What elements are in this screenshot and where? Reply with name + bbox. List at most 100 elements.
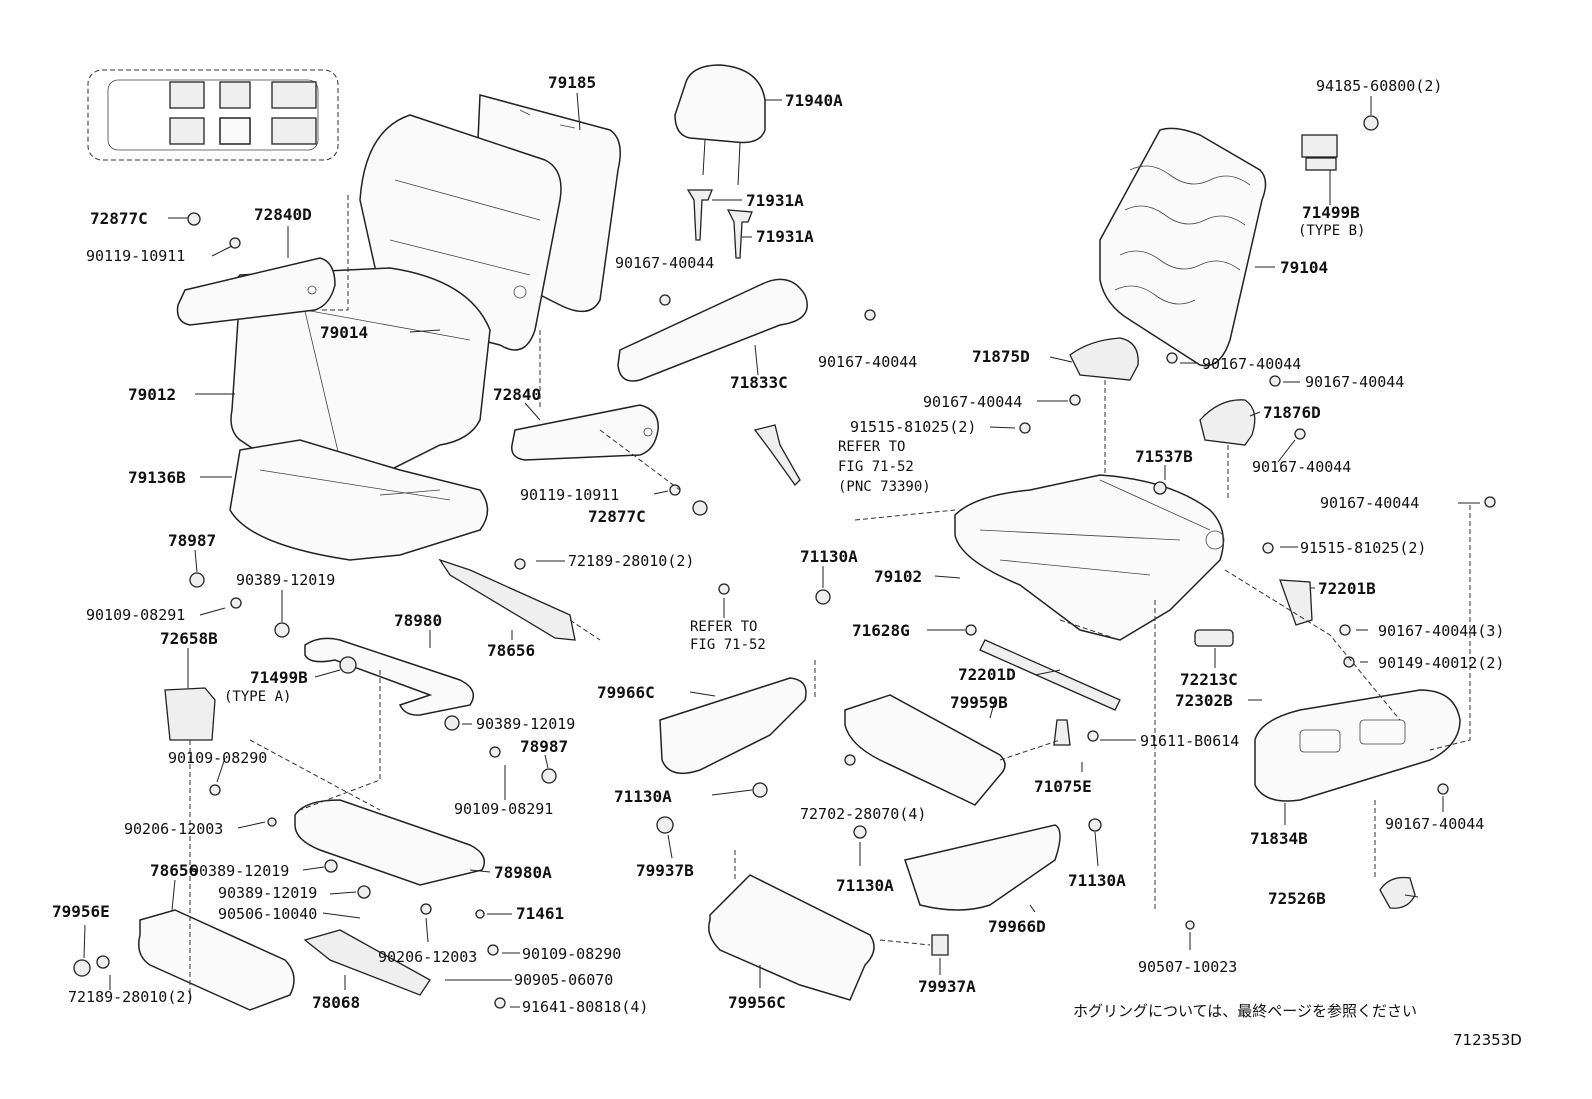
hog-ring-note: ホグリングについては、最終ページを参照ください xyxy=(1073,1002,1417,1020)
label-90167-40044-a: 90167-40044 xyxy=(615,254,714,272)
label-71875D: 71875D xyxy=(972,347,1030,366)
label-71931A-2: 71931A xyxy=(756,227,814,246)
label-90167-40044-i: 90167-40044 xyxy=(1385,815,1484,833)
label-94185-60800: 94185-60800(2) xyxy=(1316,77,1442,95)
refer-note-1-line-3: (PNC 73390) xyxy=(838,479,931,495)
refer-note-1-line-1: REFER TO xyxy=(838,439,905,455)
label-71499B-type-b-note: (TYPE B) xyxy=(1298,223,1365,239)
label-90109-08290-b: 90109-08290 xyxy=(522,945,621,963)
label-90905-06070: 90905-06070 xyxy=(514,971,613,989)
hinge-cover-71876D xyxy=(1199,399,1256,446)
label-72302B: 72302B xyxy=(1175,691,1233,710)
diagram-code: 712353D xyxy=(1453,1031,1522,1049)
cover-79966D xyxy=(904,824,1061,911)
label-71499B-type-a: 71499B xyxy=(250,668,308,687)
label-90149-40012: 90149-40012(2) xyxy=(1378,654,1504,672)
label-79937A: 79937A xyxy=(918,977,976,996)
label-71130A-a: 71130A xyxy=(800,547,858,566)
label-72189-28010-b: 72189-28010(2) xyxy=(68,988,194,1006)
label-90167-40044-e: 90167-40044 xyxy=(923,393,1022,411)
label-90507-10023: 90507-10023 xyxy=(1138,958,1237,976)
label-91515-81025-b: 91515-81025(2) xyxy=(1300,539,1426,557)
label-79959B: 79959B xyxy=(950,693,1008,712)
label-90109-08291-b: 90109-08291 xyxy=(454,800,553,818)
seat-frame xyxy=(954,474,1225,641)
label-90167-40044-g: 90167-40044 xyxy=(1320,494,1419,512)
label-78987-top: 78987 xyxy=(168,531,216,550)
label-71130A-b: 71130A xyxy=(614,787,672,806)
label-71833C: 71833C xyxy=(730,373,788,392)
label-90206-12003-b: 90206-12003 xyxy=(378,948,477,966)
armrest-72840D xyxy=(176,257,336,326)
label-71499B-type-a-note: (TYPE A) xyxy=(224,689,291,705)
label-79937B: 79937B xyxy=(636,861,694,880)
label-71461: 71461 xyxy=(516,904,564,923)
label-71075E: 71075E xyxy=(1034,777,1092,796)
label-79014: 79014 xyxy=(320,323,368,342)
label-71834B: 71834B xyxy=(1250,829,1308,848)
label-79956C: 79956C xyxy=(728,993,786,1012)
label-71130A-d: 71130A xyxy=(1068,871,1126,890)
label-79012: 79012 xyxy=(128,385,176,404)
label-79102: 79102 xyxy=(874,567,922,586)
label-90506-10040: 90506-10040 xyxy=(218,905,317,923)
label-72702-28070: 72702-28070(4) xyxy=(800,805,926,823)
armrest-link-78980 xyxy=(304,637,475,716)
label-78656-b: 78656 xyxy=(150,861,198,880)
label-91611-B0614: 91611-B0614 xyxy=(1140,732,1239,750)
knob-72526B xyxy=(1379,876,1416,909)
shield-71833C xyxy=(617,278,808,382)
label-72877C-mid: 72877C xyxy=(588,507,646,526)
label-90389-12019-b: 90389-12019 xyxy=(476,715,575,733)
label-90109-08291-a: 90109-08291 xyxy=(86,606,185,624)
label-90119-10911-mid: 90119-10911 xyxy=(520,486,619,504)
hinge-cover-71875D xyxy=(1069,337,1139,381)
label-72201B: 72201B xyxy=(1318,579,1376,598)
label-90389-12019-c: 90389-12019 xyxy=(190,862,289,880)
seat-belt-buckle xyxy=(753,424,801,487)
label-90389-12019-a: 90389-12019 xyxy=(236,571,335,589)
support-78656-upper xyxy=(438,558,576,641)
refer-note-2-line-2: FIG 71-52 xyxy=(690,637,766,653)
label-71130A-c: 71130A xyxy=(836,876,894,895)
label-72840: 72840 xyxy=(493,385,541,404)
label-78980: 78980 xyxy=(394,611,442,630)
lumbar-support-71499B xyxy=(1301,134,1338,171)
label-71940A: 71940A xyxy=(785,91,843,110)
seat-cushion-cover xyxy=(230,267,491,495)
leader-lines xyxy=(83,92,1480,1008)
label-79104: 79104 xyxy=(1280,258,1328,277)
label-90389-12019-d: 90389-12019 xyxy=(218,884,317,902)
label-90167-40044-d: 90167-40044 xyxy=(1305,373,1404,391)
label-79136B: 79136B xyxy=(128,468,186,487)
label-71628G: 71628G xyxy=(852,621,910,640)
label-91641-80818: 91641-80818(4) xyxy=(522,998,648,1016)
label-72840D: 72840D xyxy=(254,205,312,224)
label-90109-08290-a: 90109-08290 xyxy=(168,749,267,767)
refer-note-2-line-1: REFER TO xyxy=(690,619,757,635)
label-90119-10911-top: 90119-10911 xyxy=(86,247,185,265)
label-72526B: 72526B xyxy=(1268,889,1326,908)
label-72189-28010-a: 72189-28010(2) xyxy=(568,552,694,570)
rod-72201D xyxy=(979,639,1121,711)
label-90206-12003-a: 90206-12003 xyxy=(124,820,223,838)
label-72201D: 72201D xyxy=(958,665,1016,684)
label-91515-81025-a: 91515-81025(2) xyxy=(850,418,976,436)
label-78987-mid: 78987 xyxy=(520,737,568,756)
label-79966C: 79966C xyxy=(597,683,655,702)
label-90167-40044-c: 90167-40044 xyxy=(1202,355,1301,373)
label-78068: 78068 xyxy=(312,993,360,1012)
label-90167-40044-f: 90167-40044 xyxy=(1252,458,1351,476)
headrest-guide-2 xyxy=(726,209,753,259)
bracket-72201B xyxy=(1279,579,1313,626)
tray-79959B xyxy=(844,694,1006,806)
headrest xyxy=(674,64,766,186)
fasteners xyxy=(73,115,1496,1009)
label-72877C-top: 72877C xyxy=(90,209,148,228)
label-79956E: 79956E xyxy=(52,902,110,921)
part-labels: 79185 71940A 94185-60800(2) 72877C 72840… xyxy=(52,73,1504,1016)
label-79185: 79185 xyxy=(548,73,596,92)
linkage-78068 xyxy=(303,929,431,996)
leg-cover-78656 xyxy=(138,909,295,1011)
lower-cover-78980A xyxy=(294,799,485,886)
